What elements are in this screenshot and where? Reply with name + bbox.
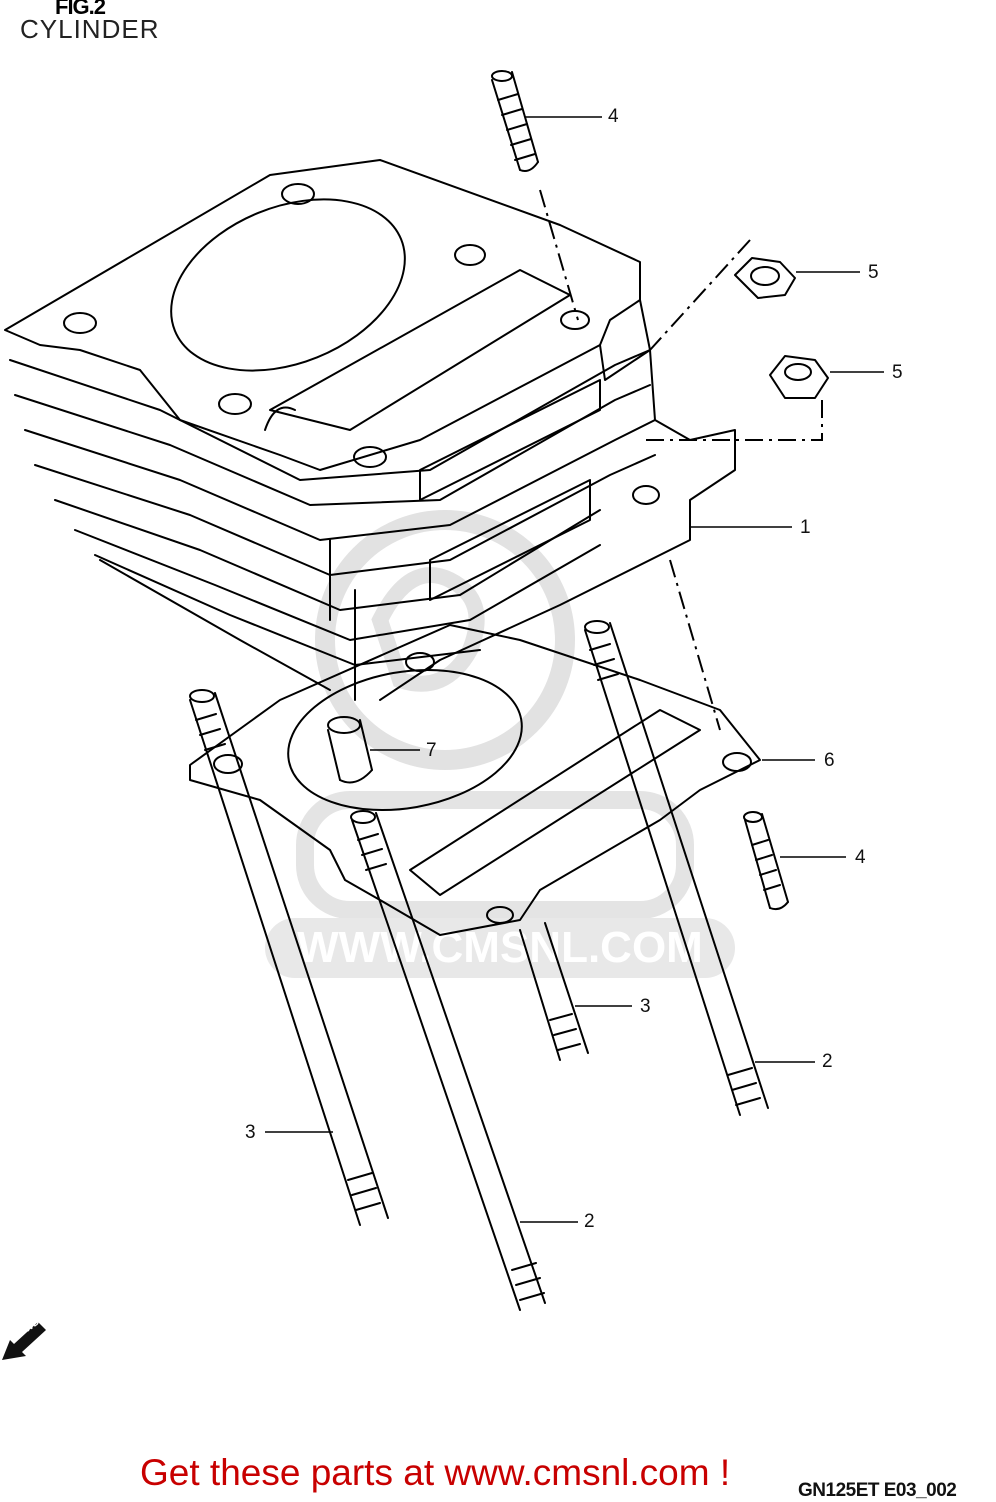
callout-3-left: 3 bbox=[245, 1122, 256, 1143]
dowel-pin bbox=[327, 716, 373, 784]
footer-cta-link[interactable]: Get these parts at www.cmsnl.com ! bbox=[140, 1452, 731, 1493]
cylinder-body bbox=[4, 159, 736, 701]
stud-long-left bbox=[189, 689, 389, 1226]
callout-7: 7 bbox=[426, 740, 437, 761]
watermark-text: WWW.CMSNL.COM bbox=[297, 923, 703, 972]
callout-2-bottom: 2 bbox=[584, 1211, 595, 1232]
stud-bolt-top bbox=[491, 70, 539, 172]
nut-upper bbox=[734, 257, 796, 299]
callout-4-mid: 4 bbox=[855, 847, 866, 868]
stud-long-right bbox=[584, 620, 769, 1116]
callout-5-upper: 5 bbox=[868, 262, 879, 283]
stud-short-center bbox=[519, 922, 589, 1061]
callout-5-lower: 5 bbox=[892, 362, 903, 383]
figure-subtitle: CYLINDER bbox=[20, 14, 160, 44]
fwd-arrow-icon bbox=[2, 1322, 46, 1360]
callout-1: 1 bbox=[800, 517, 811, 538]
callout-3-right: 3 bbox=[640, 996, 651, 1017]
callout-4-top: 4 bbox=[608, 106, 619, 127]
callout-2-right: 2 bbox=[822, 1051, 833, 1072]
cmsnl-watermark: WWW.CMSNL.COM bbox=[265, 510, 735, 978]
base-gasket bbox=[189, 624, 761, 936]
nut-lower bbox=[769, 355, 829, 399]
stud-bolt-right bbox=[743, 811, 789, 911]
figure-title: FIG.2 bbox=[55, 0, 106, 19]
alignment-lines bbox=[539, 189, 823, 731]
leader-lines bbox=[265, 116, 884, 1223]
stud-long-center bbox=[350, 810, 546, 1311]
callout-6: 6 bbox=[824, 750, 835, 771]
drawing-code: GN125ET E03_002 bbox=[798, 1480, 957, 1501]
